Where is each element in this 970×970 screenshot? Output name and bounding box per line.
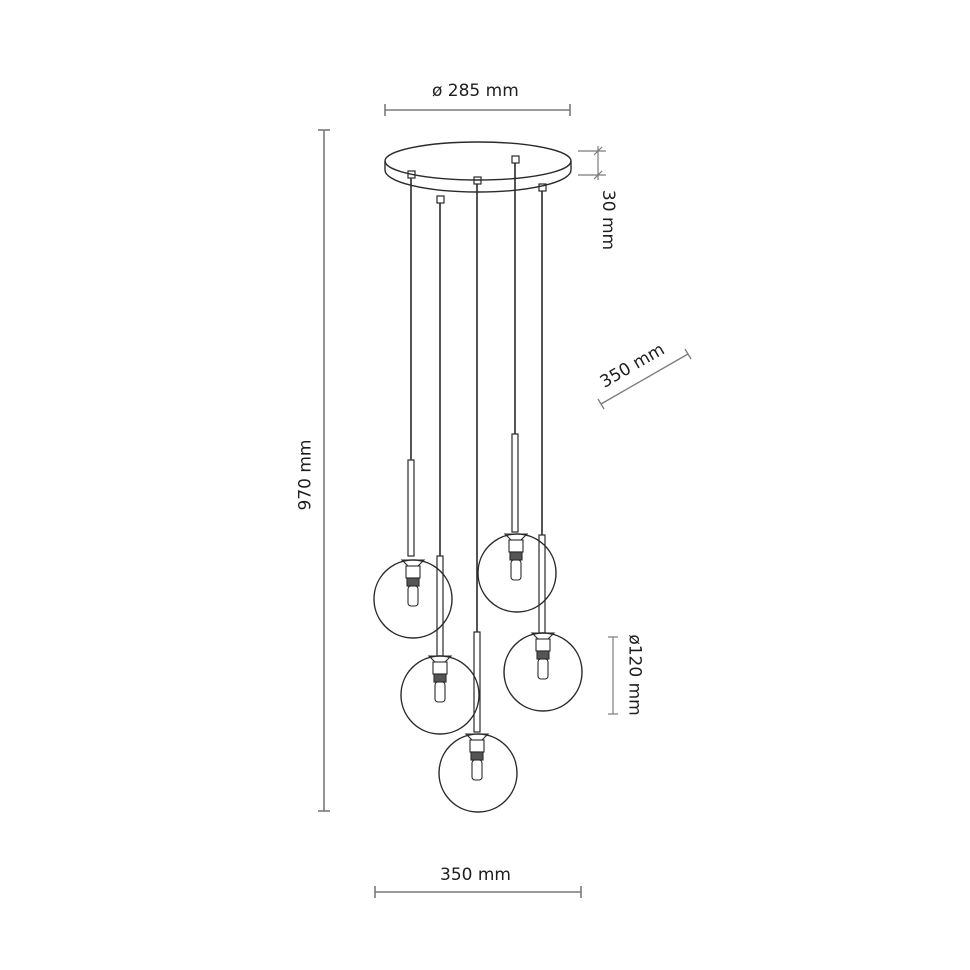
label-canopy-diameter: ø 285 mm <box>432 81 519 101</box>
label-globe-diameter: ø120 mm <box>624 634 645 716</box>
dim-spread-width <box>374 886 582 898</box>
dim-globe-diameter <box>608 636 618 715</box>
glass-globes <box>373 533 583 813</box>
canopy <box>384 141 572 193</box>
dimension-lines <box>318 104 692 898</box>
cables <box>410 163 543 632</box>
bulb-sockets <box>400 533 556 781</box>
label-spread-width: 350 mm <box>440 865 511 885</box>
dim-total-height <box>318 129 330 812</box>
label-total-height: 970 mm <box>295 439 316 511</box>
dim-spread-depth <box>597 348 692 410</box>
label-canopy-height: 30 mm <box>598 189 619 251</box>
dim-canopy-height <box>578 146 606 180</box>
dim-canopy-diameter <box>384 104 571 116</box>
